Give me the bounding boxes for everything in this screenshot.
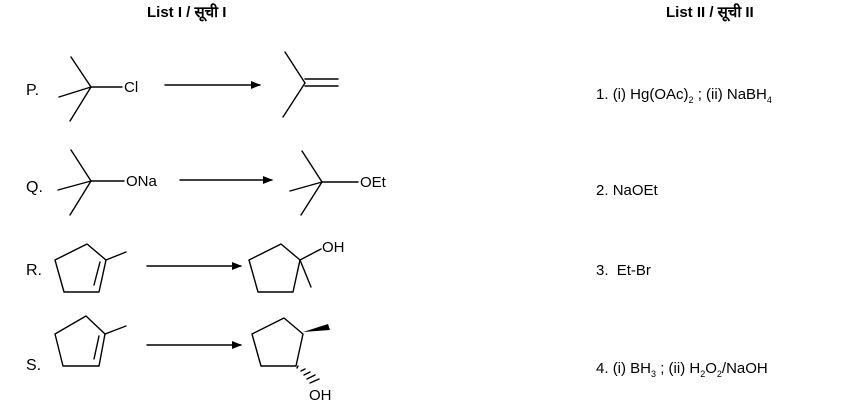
- hydroxyl-label-s: OH: [309, 387, 332, 404]
- option-text-3: Et-Br: [616, 262, 651, 279]
- reactant-tert-butyl-chloride: Cl: [58, 56, 138, 122]
- option-2: 2. NaOEt: [596, 182, 658, 199]
- option-number-4: 4.: [596, 360, 609, 377]
- option-4: 4. (i) BH3 ; (ii) H2O2/NaOH: [596, 360, 768, 379]
- option-number-3: 3.: [596, 262, 609, 279]
- list-1-header: List I / सूची I: [147, 4, 227, 21]
- row-label-q: Q.: [26, 179, 43, 196]
- product-methylcyclopentanol: OH: [248, 239, 345, 293]
- row-label-p: P.: [26, 82, 40, 99]
- product-isobutylene: [282, 51, 339, 118]
- ethoxy-label: OEt: [360, 174, 387, 191]
- reactant-methylcyclopentene-r: [54, 243, 127, 293]
- option-number-2: 2.: [596, 182, 609, 199]
- hydroxyl-label-r: OH: [322, 239, 345, 256]
- option-number-1: 1.: [596, 86, 609, 103]
- reactant-sodium-tert-butoxide: ONa: [57, 149, 158, 216]
- option-1: 1. (i) Hg(OAc)2 ; (ii) NaBH4: [596, 86, 772, 105]
- list-2-header: List II / सूची II: [666, 4, 754, 21]
- wedge-bond: [303, 324, 330, 332]
- chloro-label: Cl: [124, 79, 138, 96]
- option-3: 3. Et-Br: [596, 262, 651, 279]
- product-methylcyclopentanol-stereo: OH: [251, 317, 332, 404]
- row-label-r: R.: [26, 262, 42, 279]
- option-text-2: NaOEt: [612, 182, 658, 199]
- reactant-methylcyclopentene-s: [54, 315, 127, 367]
- product-tert-butyl-ethyl-ether: OEt: [289, 150, 387, 216]
- sodium-oxide-label: ONa: [126, 173, 158, 190]
- hashed-bond: [296, 365, 320, 384]
- row-label-s: S.: [26, 357, 42, 374]
